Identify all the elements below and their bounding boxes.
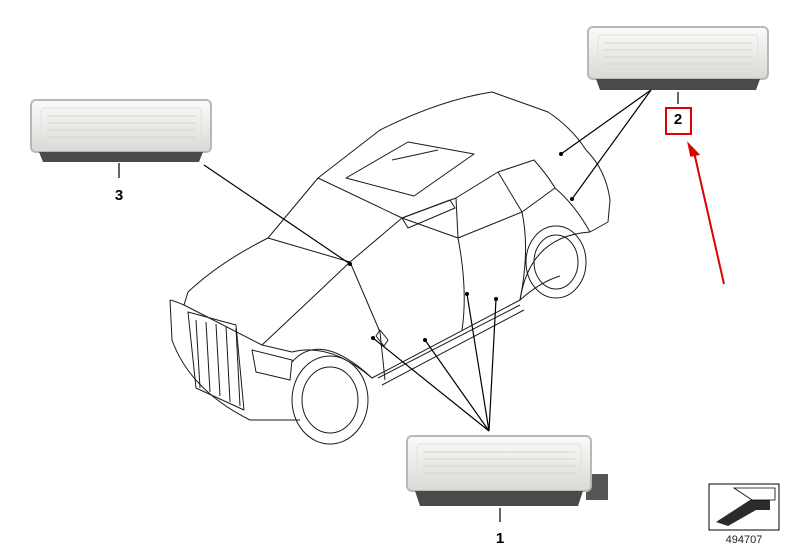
- leader-dots: [348, 152, 574, 342]
- callout-part-1[interactable]: 1: [496, 530, 504, 547]
- callout-part-3[interactable]: 3: [115, 187, 123, 204]
- lamp-part-3[interactable]: [30, 99, 212, 162]
- red-pointer-arrow: [687, 141, 725, 285]
- lamp-part-1[interactable]: [406, 435, 608, 506]
- diagram-number: 494707: [726, 534, 763, 546]
- leader-lines: [118, 89, 679, 522]
- highlight-box: [665, 107, 692, 135]
- callout-part-2[interactable]: 2: [674, 111, 682, 128]
- arrow-pointer-icon: [708, 483, 780, 531]
- vehicle-outline: [169, 91, 611, 445]
- lamp-part-2[interactable]: [587, 26, 769, 90]
